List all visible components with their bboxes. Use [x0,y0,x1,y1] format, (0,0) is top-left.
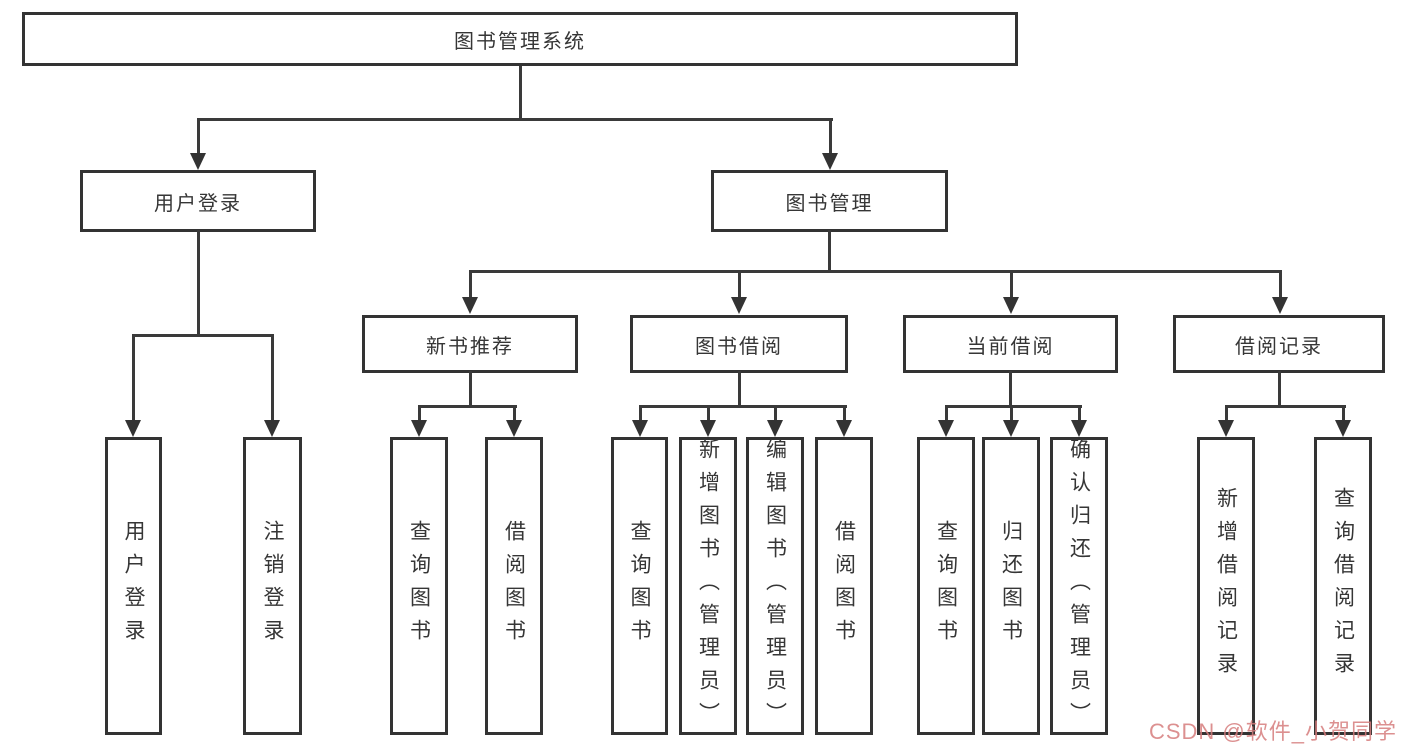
arrow-down-icon [767,420,783,437]
connector-line [1342,405,1345,422]
connector-line [828,230,831,273]
node-borrowing-records: 借阅记录 [1173,315,1385,373]
arrow-down-icon [1003,297,1019,314]
connector-line [1078,405,1081,422]
arrow-down-icon [1218,420,1234,437]
arrow-down-icon [462,297,478,314]
connector-line [738,270,741,299]
arrow-down-icon [506,420,522,437]
node-label: 用户登录 [122,520,145,652]
connector-line [639,405,642,422]
node-label: 编辑图书（管理员） [763,437,787,735]
connector-line [1010,405,1013,422]
node-user-login: 用户登录 [80,170,316,232]
arrow-down-icon [125,420,141,437]
connector-line [843,405,846,422]
node-label: 借阅记录 [1235,335,1323,358]
leaf-add-books-admin: 新增图书（管理员） [679,437,737,735]
arrow-down-icon [822,153,838,170]
node-label: 查询借阅记录 [1331,487,1355,685]
connector-line [271,334,274,422]
leaf-query-books-current: 查询图书 [917,437,975,735]
node-label: 借阅图书 [502,520,526,652]
node-label: 查询图书 [407,520,431,652]
connector-line [1009,371,1012,408]
leaf-add-borrow-record: 新增借阅记录 [1197,437,1255,735]
connector-line [519,66,522,121]
connector-line [469,371,472,408]
leaf-query-borrow-record: 查询借阅记录 [1314,437,1372,735]
arrow-down-icon [632,420,648,437]
connector-line [197,118,833,121]
connector-line [1279,270,1282,299]
node-label: 当前借阅 [966,335,1055,358]
arrow-down-icon [411,420,427,437]
leaf-borrow-books-recommend: 借阅图书 [485,437,543,735]
connector-line [1225,405,1346,408]
connector-line [197,118,200,156]
leaf-return-books: 归还图书 [982,437,1040,735]
node-book-management-system: 图书管理系统 [22,12,1018,66]
connector-line [132,334,274,337]
node-label: 用户登录 [154,192,242,215]
arrow-down-icon [836,420,852,437]
connector-line [774,405,777,422]
leaf-borrow-books: 借阅图书 [815,437,873,735]
connector-line [1225,405,1228,422]
node-label: 新增图书（管理员） [696,437,720,735]
connector-line [132,334,135,422]
connector-line [1278,371,1281,408]
node-book-management: 图书管理 [711,170,948,232]
node-label: 图书管理系统 [454,30,586,53]
leaf-logout: 注销登录 [243,437,302,735]
connector-line [197,230,200,337]
connector-line [945,405,948,422]
arrow-down-icon [1003,420,1019,437]
leaf-user-login: 用户登录 [105,437,162,735]
connector-line [707,405,710,422]
arrow-down-icon [264,420,280,437]
arrow-down-icon [938,420,954,437]
leaf-edit-books-admin: 编辑图书（管理员） [746,437,804,735]
connector-line [418,405,421,422]
node-label: 借阅图书 [832,520,856,652]
arrow-down-icon [700,420,716,437]
node-label: 查询图书 [934,520,958,652]
node-book-borrowing: 图书借阅 [630,315,848,373]
connector-line [469,270,472,299]
connector-line [469,270,1282,273]
connector-line [738,371,741,408]
node-label: 注销登录 [261,520,284,652]
node-label: 确认归还（管理员） [1067,437,1091,735]
node-label: 查询图书 [628,520,651,652]
connector-line [829,118,832,156]
arrow-down-icon [731,297,747,314]
connector-line [639,405,847,408]
node-new-book-recommendation: 新书推荐 [362,315,578,373]
connector-line [945,405,1082,408]
leaf-confirm-return-admin: 确认归还（管理员） [1050,437,1108,735]
arrow-down-icon [1071,420,1087,437]
arrow-down-icon [1335,420,1351,437]
leaf-query-books-borrowing: 查询图书 [611,437,668,735]
node-label: 新书推荐 [426,335,514,358]
leaf-query-books-recommend: 查询图书 [390,437,448,735]
connector-line [418,405,517,408]
arrow-down-icon [1272,297,1288,314]
connector-line [513,405,516,422]
node-current-borrowing: 当前借阅 [903,315,1118,373]
node-label: 新增借阅记录 [1214,487,1238,685]
arrow-down-icon [190,153,206,170]
node-label: 图书借阅 [695,335,783,358]
node-label: 图书管理 [785,192,874,215]
csdn-watermark: CSDN @软件_小贺同学 [1148,719,1397,744]
node-label: 归还图书 [999,520,1023,652]
connector-line [1010,270,1013,299]
